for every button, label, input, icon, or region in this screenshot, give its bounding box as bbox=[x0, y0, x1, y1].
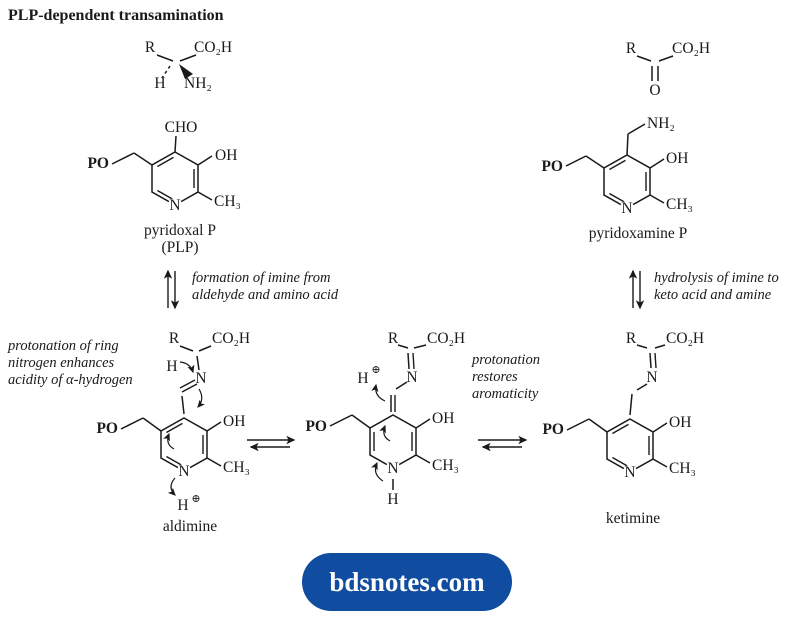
aldimine-plus-charge-icon: ⊕ bbox=[191, 493, 200, 505]
aldimine-note-line2: nitrogen enhances bbox=[8, 355, 115, 371]
equilibrium-arrows-2 bbox=[478, 435, 528, 452]
amino-acid-h-label: H bbox=[154, 75, 165, 92]
aldimine-note-line1: protonation of ring bbox=[7, 338, 119, 354]
aldimine-ring-n-label: N bbox=[178, 463, 189, 480]
pyridoxamine-ring-n-label: N bbox=[621, 200, 632, 217]
quinonoid-proton-label: H bbox=[357, 370, 368, 387]
quinonoid-annotation: protonation restores aromaticity bbox=[471, 352, 540, 402]
quinonoid-structure: R CO₂H H ⊕ N OH CH₃ PO N H bbox=[305, 330, 465, 508]
left-equilibrium-note-line2: aldehyde and amino acid bbox=[192, 287, 339, 303]
quinonoid-imine-n-label: N bbox=[406, 369, 417, 386]
aldimine-structure: R CO₂H H N OH CH₃ PO N H ⊕ aldimine bbox=[96, 330, 250, 535]
right-equilibrium-note-line1: hydrolysis of imine to bbox=[654, 270, 779, 286]
keto-acid-structure: R CO₂H O bbox=[626, 40, 710, 99]
pyridoxal-oh-label: OH bbox=[215, 147, 237, 164]
right-equilibrium-note-line2: keto acid and amine bbox=[654, 287, 772, 303]
left-equilibrium-note-line1: formation of imine from bbox=[192, 270, 330, 286]
quinonoid-note-line1: protonation bbox=[471, 352, 540, 368]
ketimine-r-label: R bbox=[626, 330, 637, 347]
pyridoxal-cho-label: CHO bbox=[165, 119, 198, 136]
aldimine-note-line3: acidity of α-hydrogen bbox=[8, 372, 133, 388]
ketimine-caption: ketimine bbox=[606, 510, 660, 527]
keto-acid-r-label: R bbox=[626, 40, 637, 57]
quinonoid-ring-n-label: N bbox=[387, 460, 398, 477]
pyridoxamine-po-label: PO bbox=[541, 158, 563, 175]
pyridoxamine-ch3-label: CH₃ bbox=[666, 196, 693, 213]
quinonoid-co2h-label: CO₂H bbox=[427, 330, 465, 347]
ketimine-co2h-label: CO₂H bbox=[666, 330, 704, 347]
bdsnotes-watermark-label: bdsnotes.com bbox=[329, 566, 485, 597]
quinonoid-note-line2: restores bbox=[472, 369, 518, 385]
pyridoxal-structure: CHO OH CH₃ PO N pyridoxal P (PLP) bbox=[87, 119, 240, 256]
amino-acid-structure: R CO₂H H NH₂ bbox=[145, 39, 232, 92]
amino-acid-nh2-label: NH₂ bbox=[184, 75, 212, 92]
quinonoid-ring-nh-label: H bbox=[387, 491, 398, 508]
aldimine-alpha-h-label: H bbox=[166, 358, 177, 375]
quinonoid-plus-charge-icon: ⊕ bbox=[371, 364, 380, 376]
aldimine-co2h-label: CO₂H bbox=[212, 330, 250, 347]
right-equilibrium-arrows: hydrolysis of imine to keto acid and ami… bbox=[628, 269, 779, 310]
amino-acid-r-label: R bbox=[145, 39, 156, 56]
equilibrium-arrows-1 bbox=[247, 435, 296, 452]
pyridoxal-caption-line1: pyridoxal P bbox=[144, 222, 216, 239]
aldimine-imine-n-label: N bbox=[195, 370, 206, 387]
keto-acid-o-label: O bbox=[649, 82, 660, 99]
ketimine-ch3-label: CH₃ bbox=[669, 460, 696, 477]
quinonoid-ch3-label: CH₃ bbox=[432, 457, 459, 474]
left-equilibrium-arrows: formation of imine from aldehyde and ami… bbox=[163, 269, 339, 310]
pyridoxal-ring-n-label: N bbox=[169, 197, 180, 214]
bdsnotes-watermark-badge: bdsnotes.com bbox=[302, 553, 512, 611]
quinonoid-note-line3: aromaticity bbox=[472, 386, 539, 402]
ketimine-structure: R CO₂H N OH CH₃ PO N ketimine bbox=[542, 330, 704, 527]
pyridoxal-caption-line2: (PLP) bbox=[161, 239, 198, 256]
pyridoxamine-structure: NH₂ OH CH₃ PO N pyridoxamine P bbox=[541, 115, 692, 242]
amino-acid-co2h-label: CO₂H bbox=[194, 39, 232, 56]
aldimine-proton-label: H bbox=[177, 497, 188, 514]
aldimine-annotation: protonation of ring nitrogen enhances ac… bbox=[7, 338, 133, 388]
pyridoxamine-oh-label: OH bbox=[666, 150, 688, 167]
keto-acid-co2h-label: CO₂H bbox=[672, 40, 710, 57]
pyridoxal-ch3-label: CH₃ bbox=[214, 193, 241, 210]
aldimine-po-label: PO bbox=[96, 420, 118, 437]
pyridoxamine-nh2-label: NH₂ bbox=[647, 115, 675, 132]
quinonoid-oh-label: OH bbox=[432, 410, 454, 427]
quinonoid-po-label: PO bbox=[305, 418, 327, 435]
ketimine-imine-n-label: N bbox=[646, 369, 657, 386]
quinonoid-r-label: R bbox=[388, 330, 399, 347]
aldimine-oh-label: OH bbox=[223, 413, 245, 430]
aldimine-caption: aldimine bbox=[163, 518, 217, 535]
ketimine-oh-label: OH bbox=[669, 414, 691, 431]
ketimine-po-label: PO bbox=[542, 421, 564, 438]
aldimine-r-label: R bbox=[169, 330, 180, 347]
pyridoxal-po-label: PO bbox=[87, 155, 109, 172]
diagram-title: PLP-dependent transamination bbox=[8, 7, 224, 24]
aldimine-ch3-label: CH₃ bbox=[223, 459, 250, 476]
pyridoxamine-caption: pyridoxamine P bbox=[589, 225, 688, 242]
ketimine-ring-n-label: N bbox=[624, 464, 635, 481]
